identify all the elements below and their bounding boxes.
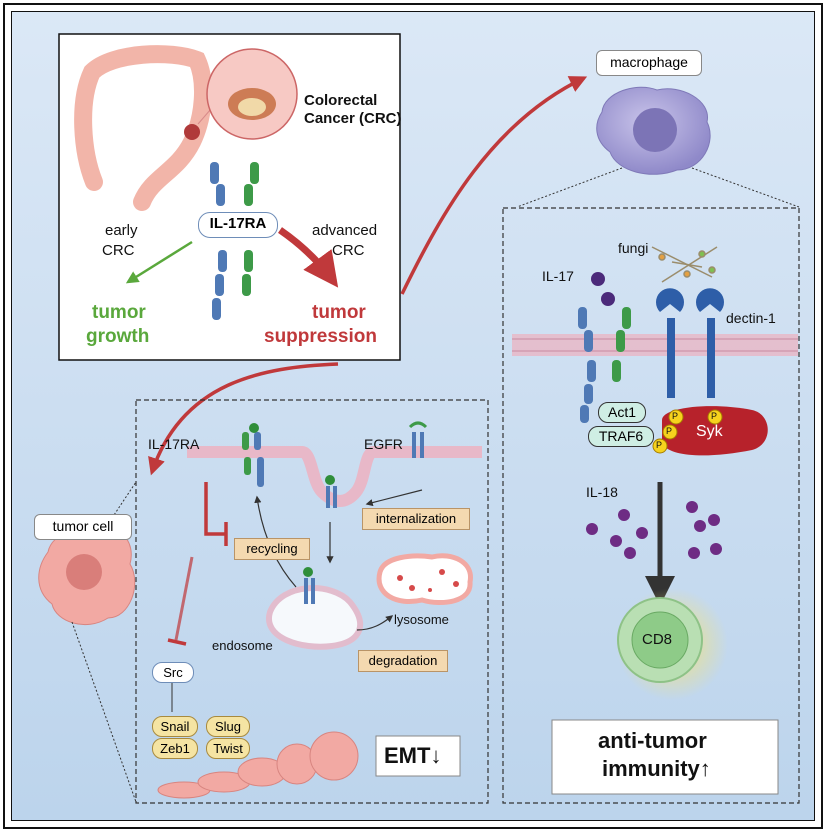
lysosome-label: lysosome xyxy=(394,612,449,627)
crc-label-line2: Cancer (CRC) xyxy=(304,110,402,127)
zeb1-node: Zeb1 xyxy=(152,738,198,759)
il17-label: IL-17 xyxy=(542,268,574,284)
endosome-receptors xyxy=(303,567,315,604)
recycling-inhibition xyxy=(204,482,226,536)
outer-frame: Colorectal Cancer (CRC) IL-17RA early CR… xyxy=(3,3,823,829)
advanced-arrow xyxy=(278,227,339,288)
tumor-membrane xyxy=(187,446,482,507)
endosome-label: endosome xyxy=(212,638,273,653)
tumor-cell-panel xyxy=(135,399,489,804)
early-label: early xyxy=(105,222,138,239)
phospho-label-3: P xyxy=(666,426,673,436)
anti-tumor-line2: immunity↑ xyxy=(602,756,711,781)
internalized-egfr xyxy=(325,475,337,508)
slug-node: Slug xyxy=(206,716,250,737)
advanced-label: advanced xyxy=(312,222,378,239)
src-node: Src xyxy=(152,662,194,683)
tumor-suppression-line1: tumor xyxy=(312,302,366,323)
endosome xyxy=(266,585,363,650)
macrophage-cell xyxy=(596,86,711,175)
snail-node: Snail xyxy=(152,716,198,737)
diagram-graphics xyxy=(38,33,800,804)
internalization-tag: internalization xyxy=(362,508,470,530)
phospho-groups xyxy=(652,409,723,454)
anti-tumor-box xyxy=(551,719,779,795)
emt-label: EMT↓ xyxy=(384,743,442,768)
act1-node: Act1 xyxy=(598,402,646,423)
early-crc-label: CRC xyxy=(102,242,135,259)
tumor-growth-line2: growth xyxy=(86,326,150,347)
dectin-1-label: dectin-1 xyxy=(726,310,776,326)
fungi-label: fungi xyxy=(618,240,649,256)
cd8-label: CD8 xyxy=(642,631,673,648)
advanced-crc-label: CRC xyxy=(332,242,365,259)
macrophage-label: macrophage xyxy=(596,50,702,76)
emt-cells xyxy=(157,731,359,799)
lysosome xyxy=(376,553,473,605)
tumor-growth-line1: tumor xyxy=(92,302,146,323)
il17-receptor-right xyxy=(578,307,631,423)
twist-node: Twist xyxy=(206,738,250,759)
egfr-receptor xyxy=(408,421,428,458)
phospho-label-4: P xyxy=(656,440,663,450)
il17ra-membrane-label: IL-17RA xyxy=(148,436,200,452)
src-inhibition xyxy=(174,556,194,641)
crc-label-line1: Colorectal xyxy=(304,92,378,109)
tumor-spot xyxy=(184,124,200,140)
il17-molecule xyxy=(591,272,605,286)
il17ra-receptor-left xyxy=(242,423,264,487)
early-arrow xyxy=(125,240,193,284)
tumor-cell-label: tumor cell xyxy=(34,514,132,540)
fungi-illustration xyxy=(651,246,718,283)
il17-molecule xyxy=(601,292,615,306)
traf6-node: TRAF6 xyxy=(588,426,654,447)
lysosome-contents xyxy=(397,569,459,592)
figure-canvas: Colorectal Cancer (CRC) IL-17RA early CR… xyxy=(11,11,815,821)
emt-box xyxy=(375,735,461,777)
dectin-1-receptors xyxy=(656,288,725,398)
tumor-suppression-line2: suppression xyxy=(264,326,377,347)
il18-molecules xyxy=(586,501,722,559)
arrow-to-macrophage xyxy=(400,76,588,295)
recycling-tag: recycling xyxy=(234,538,310,560)
syk-label: Syk xyxy=(696,423,723,440)
degradation-tag: degradation xyxy=(358,650,448,672)
syk-kinase xyxy=(662,406,768,456)
anti-tumor-line1: anti-tumor xyxy=(598,728,707,753)
colon-illustration xyxy=(74,45,213,211)
egfr-label: EGFR xyxy=(364,436,403,452)
immune-panel xyxy=(502,207,800,804)
macrophage-membrane xyxy=(512,334,798,356)
arrow-to-tumor-cell xyxy=(148,362,339,476)
il17ra-label: IL-17RA xyxy=(198,212,278,238)
il18-label: IL-18 xyxy=(586,484,618,500)
phospho-label-2: P xyxy=(711,411,718,421)
il17ra-receptor-top xyxy=(210,162,259,320)
phospho-label-1: P xyxy=(672,411,679,421)
